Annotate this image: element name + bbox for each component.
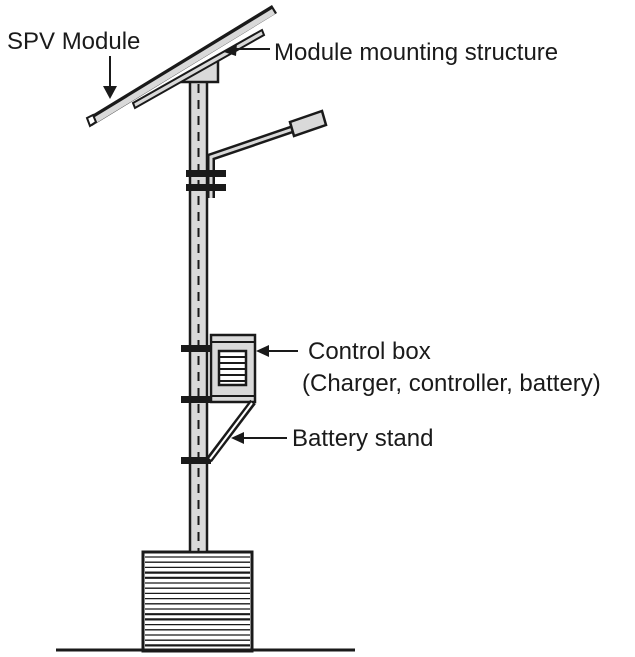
- pointer-arrows: [103, 43, 298, 444]
- battery-stand-arrow-icon: [231, 432, 244, 444]
- arm-clamps: [186, 170, 226, 191]
- mounting-structure-arrow-icon: [224, 43, 237, 56]
- pole: [188, 78, 209, 554]
- label-spv-module: SPV Module: [7, 28, 140, 55]
- control-box-clamps: [181, 345, 211, 464]
- label-battery-stand: Battery stand: [292, 425, 433, 452]
- label-mounting-structure: Module mounting structure: [274, 39, 558, 66]
- label-control-box-detail: (Charger, controller, battery): [302, 370, 601, 397]
- battery-stand: [206, 399, 256, 463]
- spv-module-arrow-icon: [103, 86, 117, 99]
- lamp-head: [288, 109, 328, 138]
- control-box-arrow-icon: [256, 345, 269, 357]
- foundation: [141, 550, 254, 653]
- label-control-box: Control box: [308, 338, 431, 365]
- spv-module-panel: [85, 5, 277, 128]
- control-box: [209, 333, 257, 404]
